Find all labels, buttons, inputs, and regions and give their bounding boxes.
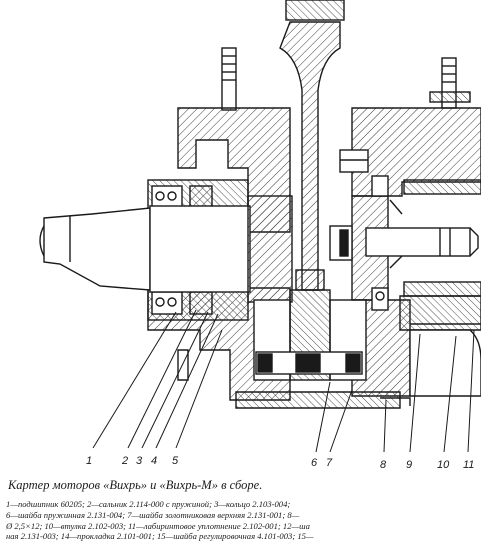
- callout-10: 10: [437, 459, 450, 470]
- rotary-valve-shaft: [329, 149, 481, 311]
- callout-2: 2: [121, 455, 128, 467]
- caption-title: Картер моторов «Вихрь» и «Вихрь-М» в сбо…: [8, 478, 263, 492]
- callout-numbers: 1 2 3 4 5 6 7 8 9 10 11: [86, 455, 474, 470]
- callout-6: 6: [311, 457, 318, 469]
- callout-9: 9: [406, 459, 412, 470]
- caption-line-1: 1—подшипник 60205; 2—сальник 2.114-000 с…: [6, 499, 291, 509]
- callout-11: 11: [463, 459, 474, 470]
- lower-flange: [409, 323, 481, 397]
- stud-bolts: [221, 47, 471, 111]
- callout-4: 4: [151, 455, 157, 467]
- callout-3: 3: [136, 455, 143, 467]
- callout-1: 1: [86, 455, 92, 467]
- callout-7: 7: [326, 457, 333, 469]
- callout-8: 8: [380, 459, 387, 470]
- caption-line-3: Ø 2,5×12; 10—втулка 2.102-003; 11—лабири…: [6, 520, 310, 531]
- crankshaft: [39, 195, 367, 381]
- leader-lines: [92, 309, 475, 453]
- bearing-housing: [147, 179, 249, 321]
- caption-line-4: ная 2.131-003; 14—прокладка 2.101-001; 1…: [6, 531, 314, 542]
- caption-line-2: 6—шайба пружинная 2.131-004; 7—шайба зол…: [6, 509, 300, 520]
- crankcase-assembly-drawing: 1 2 3 4 5 6 7 8 9 10 11: [39, 0, 481, 470]
- callout-5: 5: [172, 455, 179, 467]
- figure-caption: Картер моторов «Вихрь» и «Вихрь-М» в сбо…: [6, 478, 476, 542]
